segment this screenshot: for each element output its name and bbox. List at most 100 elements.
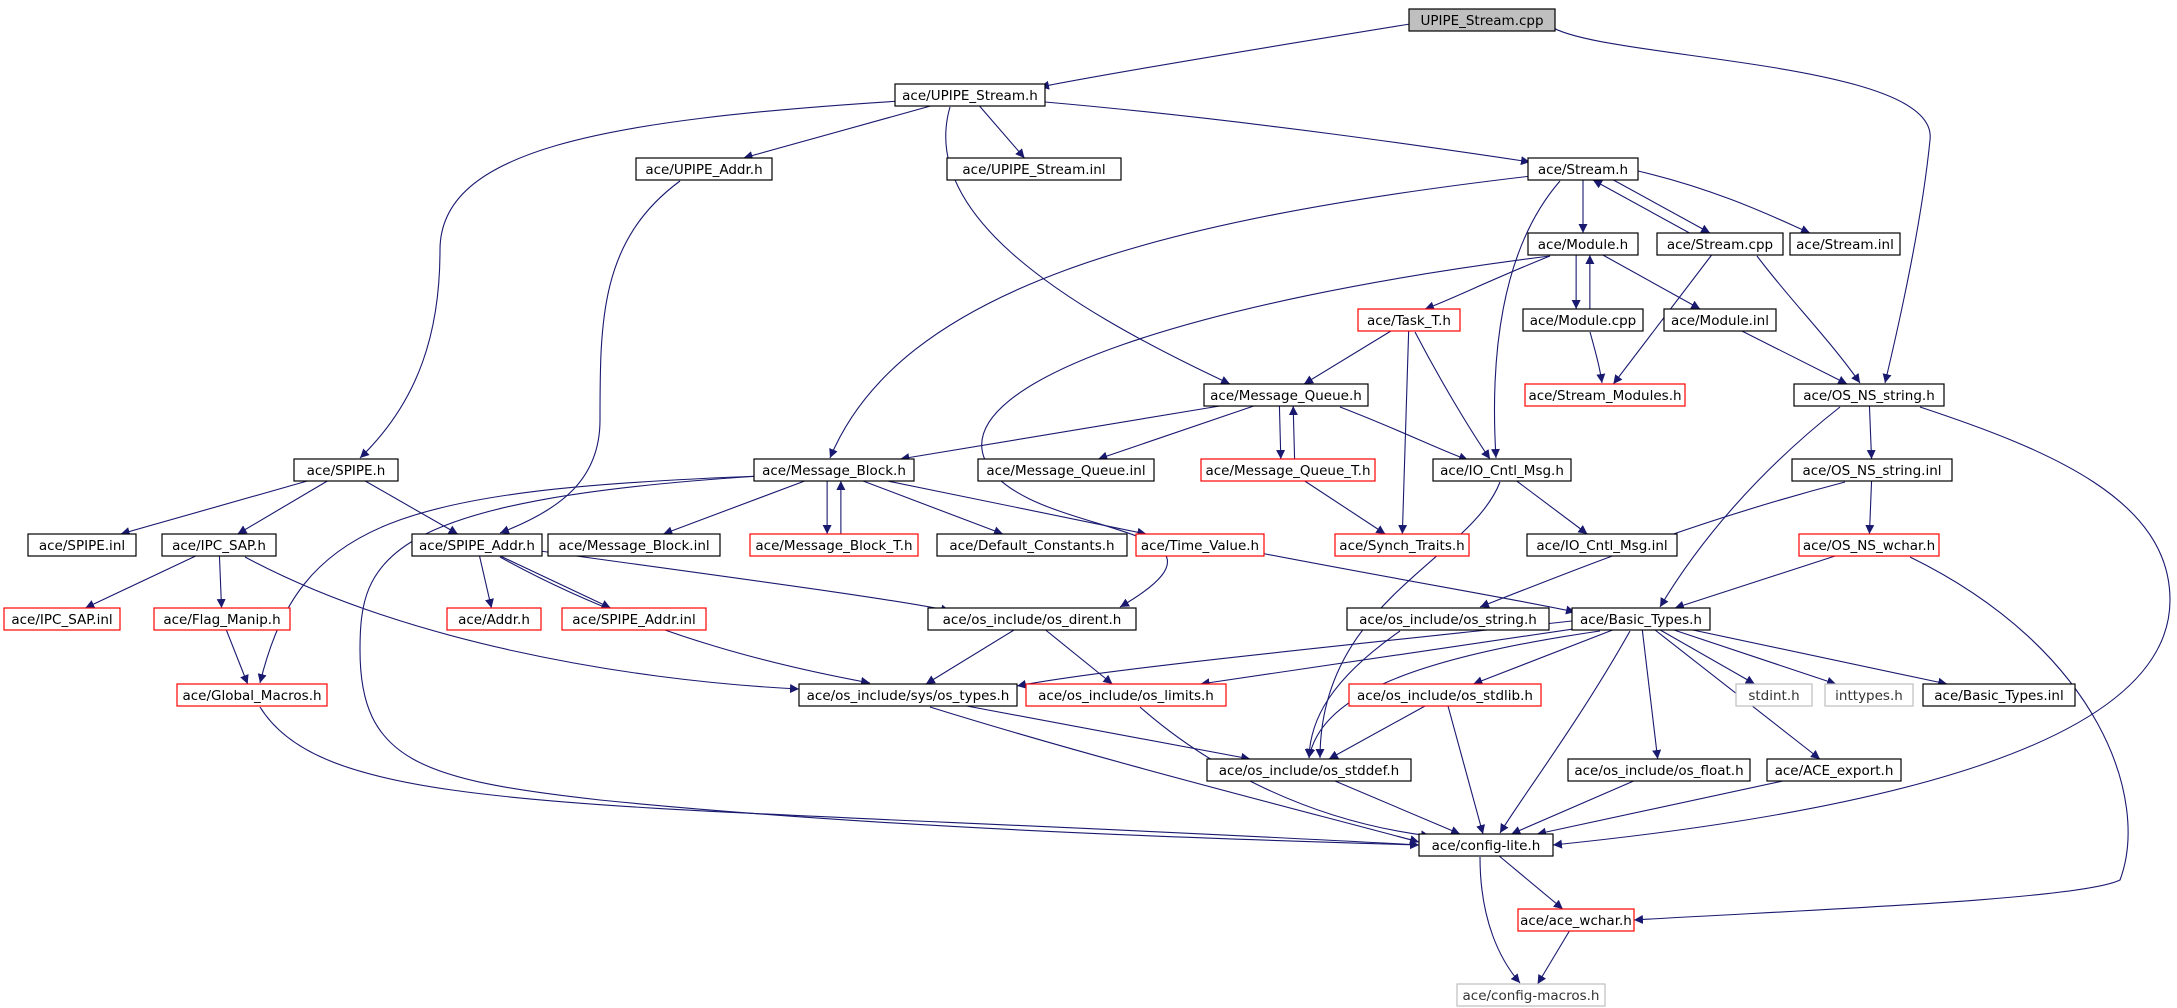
node-message-block-t-h[interactable]: ace/Message_Block_T.h [749, 533, 919, 557]
node-os-stddef-h[interactable]: ace/os_include/os_stddef.h [1206, 758, 1412, 782]
node-io-cntl-msg-inl[interactable]: ace/IO_Cntl_Msg.inl [1526, 533, 1678, 557]
node-spipe-addr-h[interactable]: ace/SPIPE_Addr.h [411, 533, 543, 557]
node-box[interactable] [936, 533, 1128, 557]
node-box[interactable] [176, 683, 328, 707]
node-box[interactable] [3, 607, 121, 631]
node-box[interactable] [1418, 833, 1554, 857]
node-box[interactable] [1334, 533, 1470, 557]
node-box[interactable] [1517, 908, 1635, 932]
node-global-macros-h[interactable]: ace/Global_Macros.h [176, 683, 328, 707]
node-box[interactable] [153, 607, 291, 631]
node-os-dirent-h[interactable]: ace/os_include/os_dirent.h [927, 607, 1137, 631]
node-box[interactable] [1432, 458, 1572, 482]
node-stream-cpp[interactable]: ace/Stream.cpp [1656, 232, 1784, 256]
node-box[interactable] [1203, 383, 1369, 407]
node-box[interactable] [749, 533, 919, 557]
node-box[interactable] [1206, 758, 1412, 782]
node-upipe-stream-inl[interactable]: ace/UPIPE_Stream.inl [946, 157, 1122, 181]
node-box[interactable] [547, 533, 721, 557]
node-module-inl[interactable]: ace/Module.inl [1663, 308, 1777, 332]
node-box[interactable] [293, 458, 399, 482]
node-box[interactable] [161, 533, 277, 557]
node-box[interactable] [1766, 758, 1902, 782]
node-stream-modules-h[interactable]: ace/Stream_Modules.h [1524, 383, 1686, 407]
node-os-string-h[interactable]: ace/os_include/os_string.h [1346, 607, 1550, 631]
node-box[interactable] [1527, 157, 1639, 181]
node-stream-h[interactable]: ace/Stream.h [1527, 157, 1639, 181]
node-stdint-h[interactable]: stdint.h [1735, 683, 1813, 707]
node-ipc-sap-h[interactable]: ace/IPC_SAP.h [161, 533, 277, 557]
node-os-ns-string-inl[interactable]: ace/OS_NS_string.inl [1791, 458, 1953, 482]
node-ace-wchar-h[interactable]: ace/ace_wchar.h [1517, 908, 1635, 932]
node-box[interactable] [1735, 683, 1813, 707]
node-box[interactable] [1526, 533, 1678, 557]
node-spipe-h[interactable]: ace/SPIPE.h [293, 458, 399, 482]
node-box[interactable] [1522, 308, 1644, 332]
node-message-queue-h[interactable]: ace/Message_Queue.h [1203, 383, 1369, 407]
node-ace-export-h[interactable]: ace/ACE_export.h [1766, 758, 1902, 782]
node-stream-inl[interactable]: ace/Stream.inl [1789, 232, 1901, 256]
node-box[interactable] [1656, 232, 1784, 256]
node-time-value-h[interactable]: ace/Time_Value.h [1135, 533, 1265, 557]
node-box[interactable] [798, 683, 1018, 707]
node-upipe-stream-cpp[interactable]: UPIPE_Stream.cpp [1408, 8, 1556, 32]
node-basic-types-inl[interactable]: ace/Basic_Types.inl [1922, 683, 2076, 707]
node-config-lite-h[interactable]: ace/config-lite.h [1418, 833, 1554, 857]
node-box[interactable] [1348, 683, 1542, 707]
node-box[interactable] [635, 157, 773, 181]
node-box[interactable] [1346, 607, 1550, 631]
node-box[interactable] [1357, 308, 1461, 332]
node-box[interactable] [1922, 683, 2076, 707]
node-os-types-h[interactable]: ace/os_include/sys/os_types.h [798, 683, 1018, 707]
node-io-cntl-msg-h[interactable]: ace/IO_Cntl_Msg.h [1432, 458, 1572, 482]
node-box[interactable] [1791, 458, 1953, 482]
node-box[interactable] [1789, 232, 1901, 256]
node-box[interactable] [1798, 533, 1940, 557]
node-os-stdlib-h[interactable]: ace/os_include/os_stdlib.h [1348, 683, 1542, 707]
node-os-limits-h[interactable]: ace/os_include/os_limits.h [1025, 683, 1227, 707]
node-upipe-stream-h[interactable]: ace/UPIPE_Stream.h [894, 83, 1046, 107]
node-box[interactable] [894, 83, 1046, 107]
node-message-queue-inl[interactable]: ace/Message_Queue.inl [977, 458, 1155, 482]
node-message-queue-t-h[interactable]: ace/Message_Queue_T.h [1200, 458, 1376, 482]
node-flag-manip-h[interactable]: ace/Flag_Manip.h [153, 607, 291, 631]
node-box[interactable] [446, 607, 542, 631]
node-os-ns-string-h[interactable]: ace/OS_NS_string.h [1793, 383, 1945, 407]
node-message-block-inl[interactable]: ace/Message_Block.inl [547, 533, 721, 557]
node-spipe-addr-inl[interactable]: ace/SPIPE_Addr.inl [561, 607, 707, 631]
node-task-t-h[interactable]: ace/Task_T.h [1357, 308, 1461, 332]
node-box[interactable] [1793, 383, 1945, 407]
node-box[interactable] [946, 157, 1122, 181]
node-box[interactable] [1200, 458, 1376, 482]
node-synch-traits-h[interactable]: ace/Synch_Traits.h [1334, 533, 1470, 557]
node-box[interactable] [1025, 683, 1227, 707]
node-os-ns-wchar-h[interactable]: ace/OS_NS_wchar.h [1798, 533, 1940, 557]
node-box[interactable] [1571, 607, 1711, 631]
node-spipe-inl[interactable]: ace/SPIPE.inl [27, 533, 137, 557]
node-basic-types-h[interactable]: ace/Basic_Types.h [1571, 607, 1711, 631]
node-box[interactable] [1663, 308, 1777, 332]
node-module-h[interactable]: ace/Module.h [1527, 232, 1639, 256]
node-box[interactable] [1408, 8, 1556, 32]
node-upipe-addr-h[interactable]: ace/UPIPE_Addr.h [635, 157, 773, 181]
node-box[interactable] [1456, 983, 1606, 1007]
node-message-block-h[interactable]: ace/Message_Block.h [753, 458, 915, 482]
node-box[interactable] [927, 607, 1137, 631]
node-box[interactable] [1135, 533, 1265, 557]
node-config-macros-h[interactable]: ace/config-macros.h [1456, 983, 1606, 1007]
node-default-constants-h[interactable]: ace/Default_Constants.h [936, 533, 1128, 557]
node-ipc-sap-inl[interactable]: ace/IPC_SAP.inl [3, 607, 121, 631]
node-box[interactable] [561, 607, 707, 631]
node-box[interactable] [1524, 383, 1686, 407]
node-os-float-h[interactable]: ace/os_include/os_float.h [1567, 758, 1751, 782]
node-box[interactable] [1567, 758, 1751, 782]
node-box[interactable] [1824, 683, 1914, 707]
node-box[interactable] [977, 458, 1155, 482]
node-inttypes-h[interactable]: inttypes.h [1824, 683, 1914, 707]
node-addr-h[interactable]: ace/Addr.h [446, 607, 542, 631]
node-box[interactable] [753, 458, 915, 482]
node-box[interactable] [27, 533, 137, 557]
node-module-cpp[interactable]: ace/Module.cpp [1522, 308, 1644, 332]
node-box[interactable] [411, 533, 543, 557]
node-box[interactable] [1527, 232, 1639, 256]
